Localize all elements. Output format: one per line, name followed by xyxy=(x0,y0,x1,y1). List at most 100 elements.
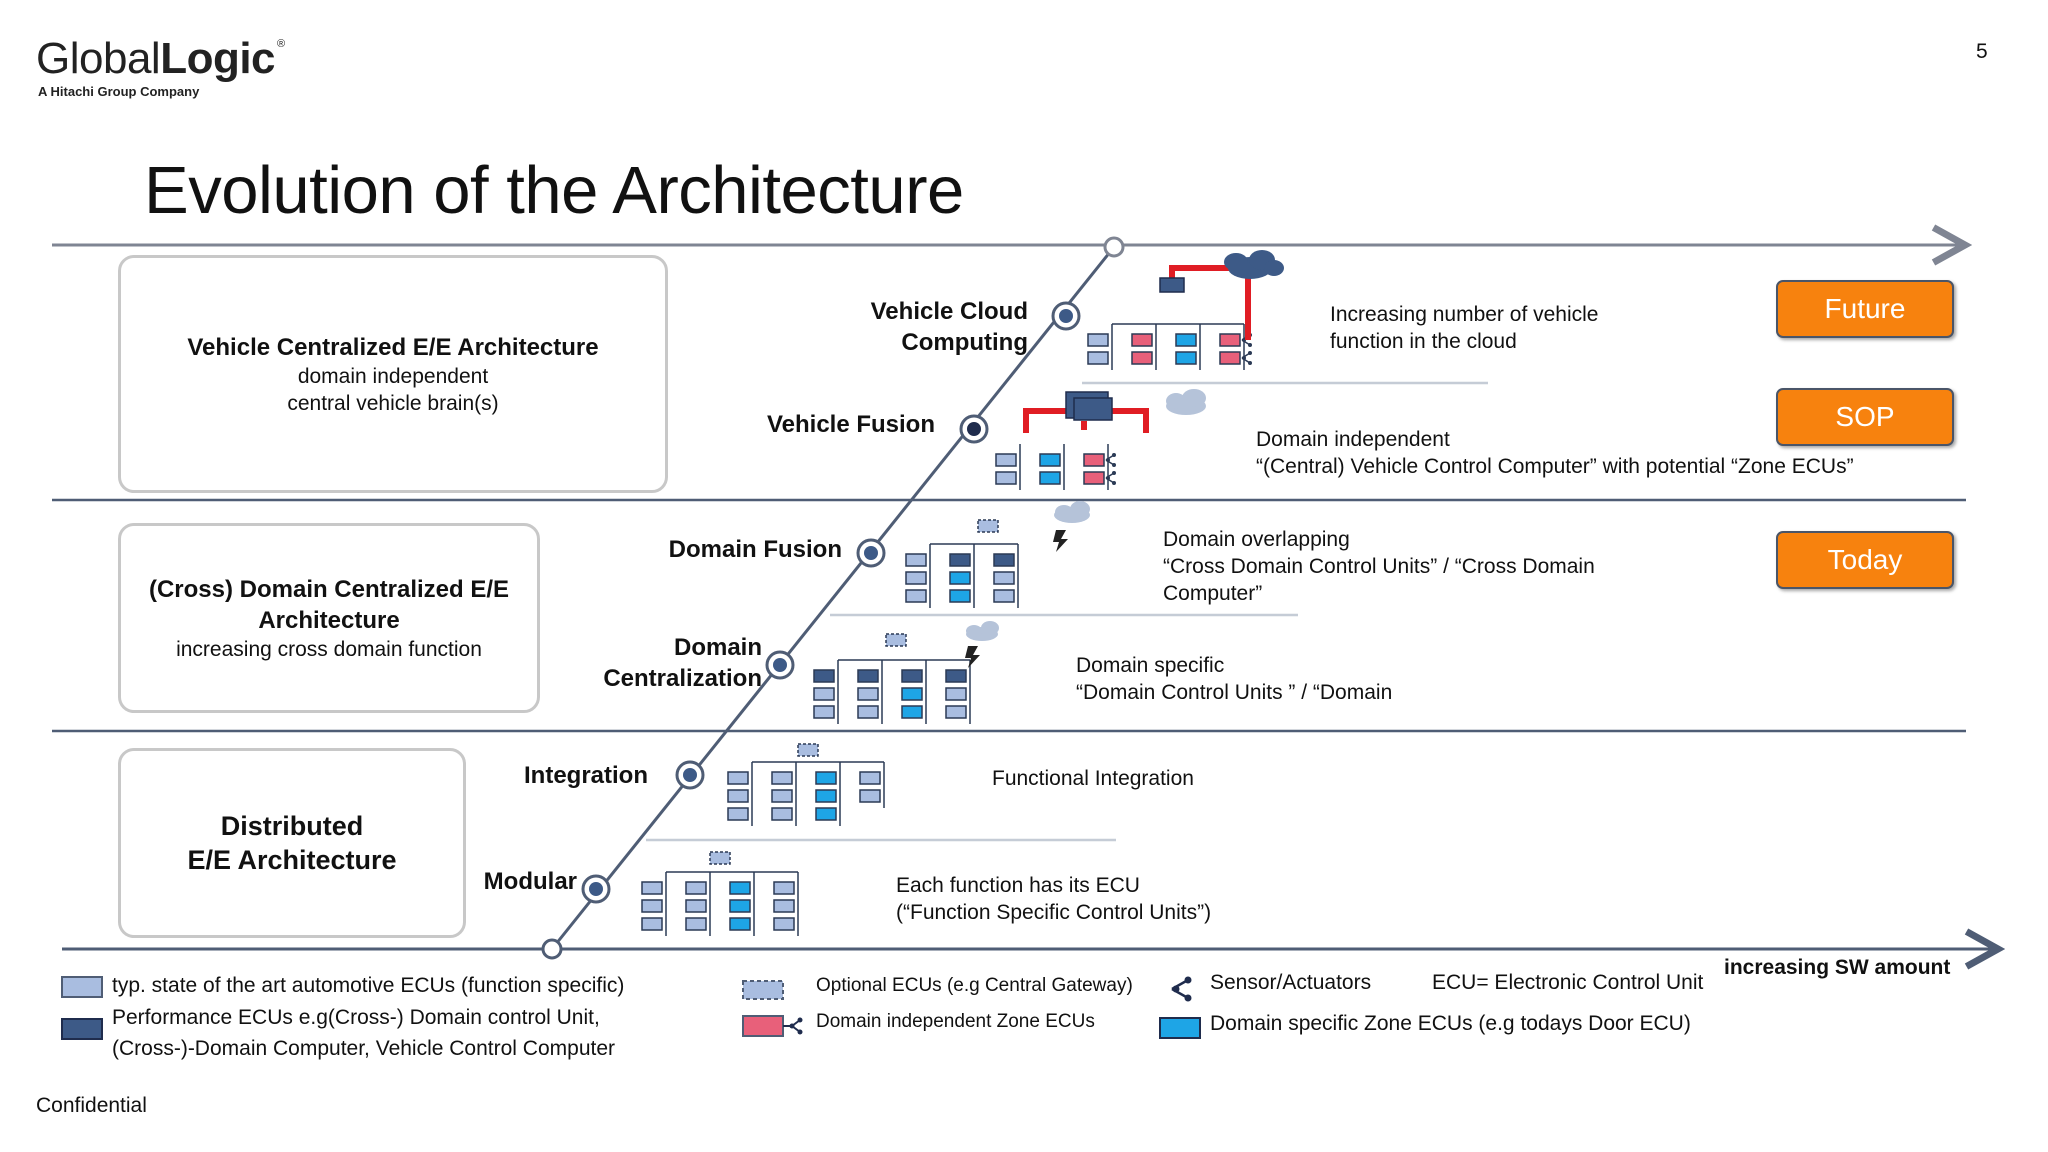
logo-registered-mark: ® xyxy=(277,38,285,50)
ecu-box xyxy=(1083,471,1105,485)
ecu-box xyxy=(1219,333,1241,347)
description-line: “Cross Domain Control Units” / “Cross Do… xyxy=(1163,555,1595,578)
legend-typ-ecu-text: typ. state of the art automotive ECUs (f… xyxy=(112,974,625,997)
node-domain-centralization xyxy=(765,650,795,680)
ecu-box xyxy=(857,669,879,683)
ecu-box xyxy=(813,669,835,683)
stage-nodes xyxy=(581,301,1081,904)
ecu-box xyxy=(993,589,1015,603)
page-title: Evolution of the Architecture xyxy=(144,153,964,228)
vehicle-centralized-architecture-box: Vehicle Centralized E/E Architecture dom… xyxy=(118,255,668,493)
ecu-box xyxy=(641,917,663,931)
ecu-box xyxy=(905,553,927,567)
description-vehicle-cloud: Increasing number of vehicle function in… xyxy=(1330,301,1598,355)
stage-label-domain-fusion: Domain Fusion xyxy=(668,536,842,563)
ecu-box xyxy=(901,687,923,701)
description-line: Domain specific xyxy=(1076,654,1225,677)
ecu-box xyxy=(813,687,835,701)
ecu-box xyxy=(859,771,881,785)
ecu-box xyxy=(773,917,795,931)
description-line: (“Function Specific Control Units”) xyxy=(896,901,1212,924)
ecu-box xyxy=(901,705,923,719)
description-integration: Functional Integration xyxy=(992,767,1194,790)
legend-ecu-definition-text: ECU= Electronic Control Unit xyxy=(1432,971,1704,994)
legend-performance-ecu-text: Performance ECUs e.g(Cross-) Domain cont… xyxy=(112,1002,615,1064)
ecu-box xyxy=(993,571,1015,585)
legend-swatch-optional-ecu xyxy=(742,980,784,1000)
ecu-box xyxy=(815,771,837,785)
badge-today: Today xyxy=(1776,531,1954,589)
ecu-box xyxy=(729,881,751,895)
ecu-box xyxy=(857,687,879,701)
ecu-box xyxy=(729,899,751,913)
ecu-box xyxy=(995,453,1017,467)
stage-label-domain-centralization: Domain Centralization xyxy=(603,632,762,694)
node-vehicle-fusion xyxy=(959,414,989,444)
ecu-box xyxy=(995,471,1017,485)
ecu-box xyxy=(945,669,967,683)
node-modular xyxy=(581,874,611,904)
logo-bold-text: Logic xyxy=(160,34,276,83)
ecu-box xyxy=(885,633,907,647)
ecu-box xyxy=(859,789,881,803)
architecture-subtitle: increasing cross domain function xyxy=(176,637,482,661)
architecture-subtitle: domain independent xyxy=(297,364,489,388)
x-axis-label: increasing SW amount xyxy=(1724,956,1951,979)
stage-label-vehicle-cloud: Vehicle Cloud Computing xyxy=(871,296,1028,358)
fusion-stage-red-arrows xyxy=(1023,391,1149,433)
node-vehicle-cloud xyxy=(1051,301,1081,331)
page-number: 5 xyxy=(1976,40,1988,63)
ecu-box xyxy=(1175,333,1197,347)
legend-swatch-zone-ecu xyxy=(742,1015,803,1037)
logo-tagline: A Hitachi Group Company xyxy=(38,84,200,99)
ecu-box xyxy=(1175,351,1197,365)
stage-label-integration: Integration xyxy=(524,762,648,789)
ecu-box xyxy=(1083,453,1105,467)
description-domain-centralization: Domain specific “Domain Control Units ” … xyxy=(1076,652,1392,706)
legend-sensor-text: Sensor/Actuators xyxy=(1210,971,1372,994)
description-line: Domain overlapping xyxy=(1163,528,1350,551)
description-modular: Each function has its ECU (“Function Spe… xyxy=(896,872,1211,926)
legend-domain-zone-ecu-text: Domain specific Zone ECUs (e.g todays Do… xyxy=(1210,1012,1691,1035)
distributed-architecture-box: Distributed E/E Architecture xyxy=(118,748,466,938)
ecu-box xyxy=(815,789,837,803)
ecu-box xyxy=(977,519,999,533)
ecu-box xyxy=(727,771,749,785)
ecu-box xyxy=(771,771,793,785)
description-line: “(Central) Vehicle Control Computer” wit… xyxy=(1256,455,1854,478)
cloud-stage-red-connection xyxy=(1159,265,1251,340)
cloud-icon-top xyxy=(1224,250,1284,279)
badge-sop: SOP xyxy=(1776,388,1954,446)
node-integration xyxy=(675,760,705,790)
globallogic-logo: GlobalLogic® xyxy=(36,34,285,84)
legend-line: (Cross-)-Domain Computer, Vehicle Contro… xyxy=(112,1037,616,1060)
ecu-box xyxy=(641,881,663,895)
architecture-title: Distributed xyxy=(220,811,364,841)
legend-swatch-domain-zone-ecu xyxy=(1159,1017,1201,1039)
stage-label-line: Centralization xyxy=(603,665,762,692)
logo-light-text: Global xyxy=(36,34,161,83)
ecu-box xyxy=(641,899,663,913)
description-domain-fusion: Domain overlapping “Cross Domain Control… xyxy=(1163,526,1595,607)
ecu-box xyxy=(1039,471,1061,485)
architecture-title: (Cross) Domain Centralized E/E Architect… xyxy=(148,575,510,634)
architecture-subtitle: central vehicle brain(s) xyxy=(287,391,499,415)
ecu-box xyxy=(901,669,923,683)
sensor-actuator-icon xyxy=(1171,976,1192,1002)
ecu-box xyxy=(729,917,751,931)
ecu-box xyxy=(771,789,793,803)
cloud-icon-fusion xyxy=(1166,389,1206,415)
confidential-label: Confidential xyxy=(36,1094,147,1117)
ecu-box xyxy=(815,807,837,821)
ecu-cluster-icons xyxy=(641,323,1252,936)
sensor-icon xyxy=(1241,351,1252,365)
legend-zone-ecu-text: Domain independent Zone ECUs xyxy=(816,1011,1095,1032)
ecu-box xyxy=(813,705,835,719)
description-line: Increasing number of vehicle xyxy=(1330,303,1599,326)
ecu-box xyxy=(797,743,819,757)
ecu-box xyxy=(949,589,971,603)
ecu-box xyxy=(1039,453,1061,467)
sensor-icon xyxy=(1105,453,1116,467)
description-line: “Domain Control Units ” / “Domain xyxy=(1076,681,1393,704)
